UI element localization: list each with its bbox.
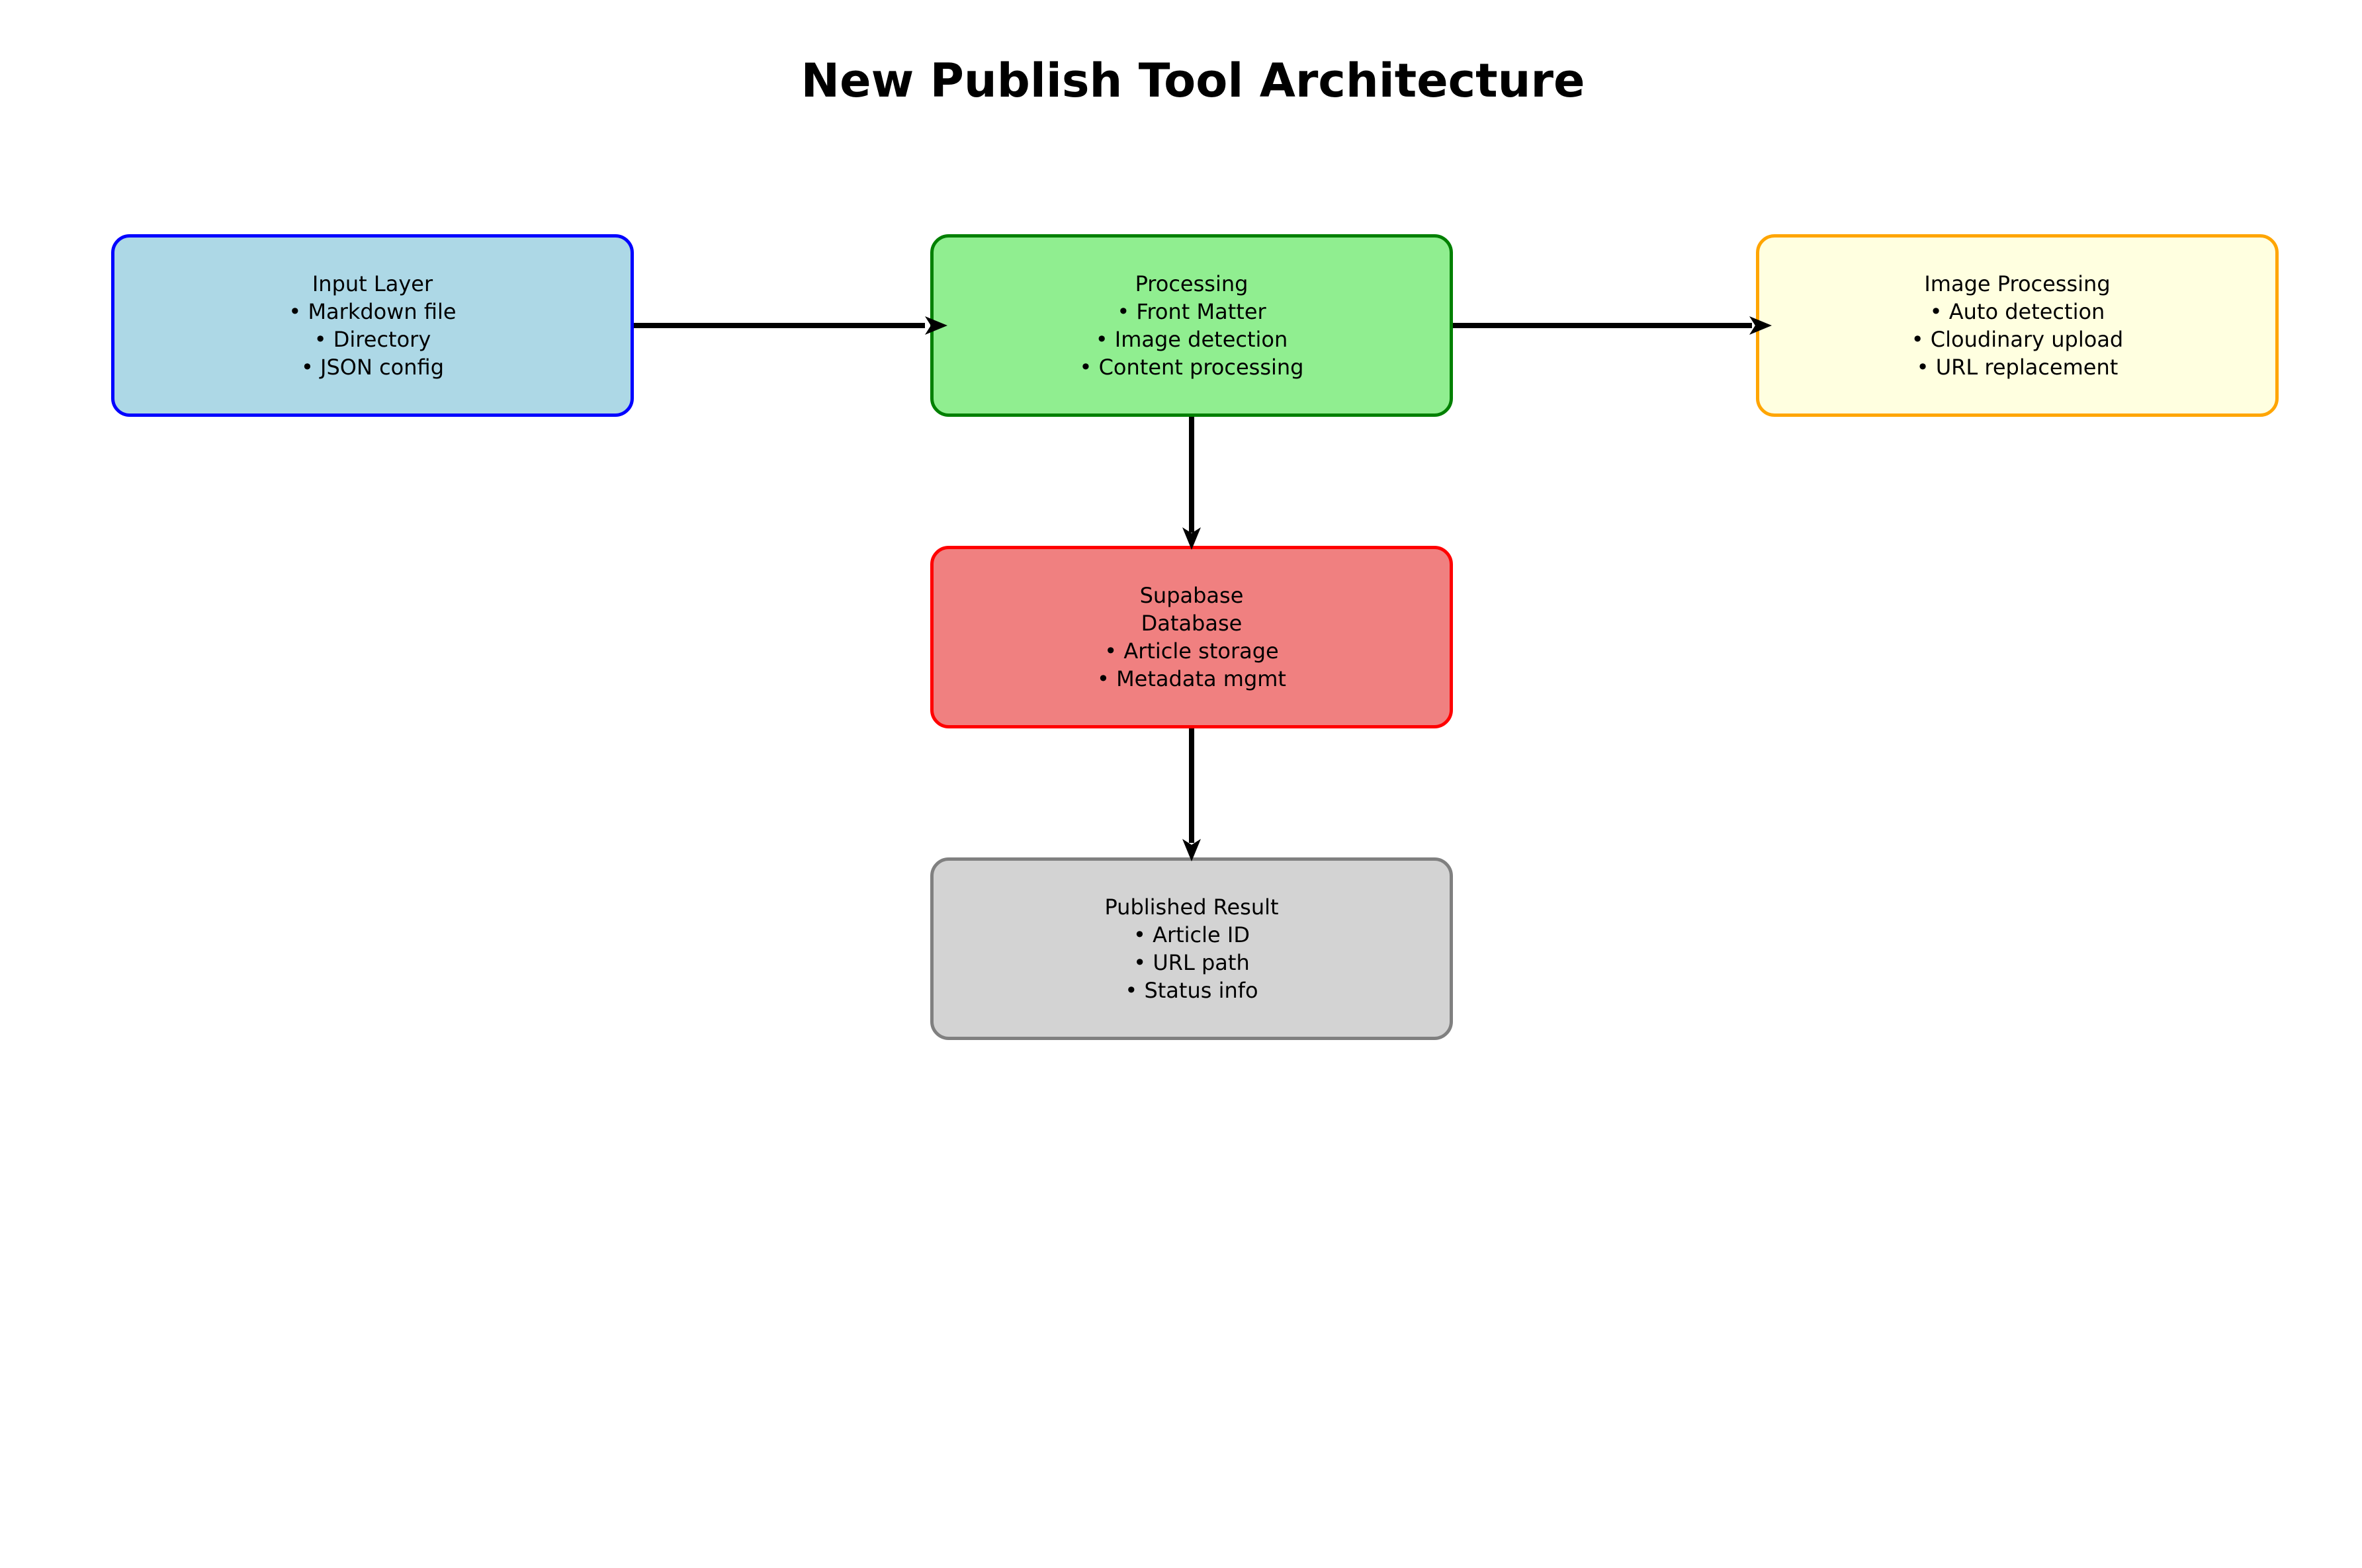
node-bullet: • Status info <box>1125 978 1258 1003</box>
node-bullet: • Auto detection <box>1929 299 2105 324</box>
node-title: Database <box>1141 611 1243 636</box>
node-bullet: • Article storage <box>1104 638 1279 664</box>
node-input-layer: Input Layer • Markdown file • Directory … <box>111 234 634 417</box>
node-title: Processing <box>1135 271 1248 296</box>
node-bullet: • Cloudinary upload <box>1911 327 2124 352</box>
node-bullet: • Metadata mgmt <box>1097 666 1286 691</box>
node-processing: Processing • Front Matter • Image detect… <box>930 234 1453 417</box>
arrow-processing-to-image-processing-line <box>1453 323 1752 328</box>
node-bullet: • JSON config <box>300 355 444 380</box>
node-bullet: • URL path <box>1133 950 1250 975</box>
node-input-layer-text: Input Layer • Markdown file • Directory … <box>288 270 456 381</box>
arrow-supabase-database-to-published-result-line <box>1189 728 1194 843</box>
node-bullet: • Content processing <box>1079 355 1304 380</box>
arrow-processing-to-supabase-database-line <box>1189 417 1194 533</box>
arrow-input-layer-to-processing-line <box>634 323 925 328</box>
node-image-processing: Image Processing • Auto detection • Clou… <box>1756 234 2279 417</box>
node-bullet: • Image detection <box>1095 327 1288 352</box>
node-title: Input Layer <box>312 271 433 296</box>
node-bullet: • Directory <box>314 327 431 352</box>
diagram-title: New Publish Tool Architecture <box>801 54 1585 108</box>
node-bullet: • Markdown file <box>288 299 457 324</box>
node-supabase-database: Supabase Database • Article storage • Me… <box>930 546 1453 728</box>
node-bullet: • URL replacement <box>1916 355 2119 380</box>
node-title: Supabase <box>1139 583 1244 608</box>
node-bullet: • Article ID <box>1133 922 1250 947</box>
node-processing-text: Processing • Front Matter • Image detect… <box>1080 270 1304 381</box>
node-image-processing-text: Image Processing • Auto detection • Clou… <box>1911 270 2123 381</box>
node-title: Published Result <box>1104 894 1279 920</box>
node-supabase-database-text: Supabase Database • Article storage • Me… <box>1097 582 1286 693</box>
node-title: Image Processing <box>1924 271 2111 296</box>
node-bullet: • Front Matter <box>1117 299 1266 324</box>
node-published-result-text: Published Result • Article ID • URL path… <box>1104 893 1278 1004</box>
node-published-result: Published Result • Article ID • URL path… <box>930 857 1453 1040</box>
